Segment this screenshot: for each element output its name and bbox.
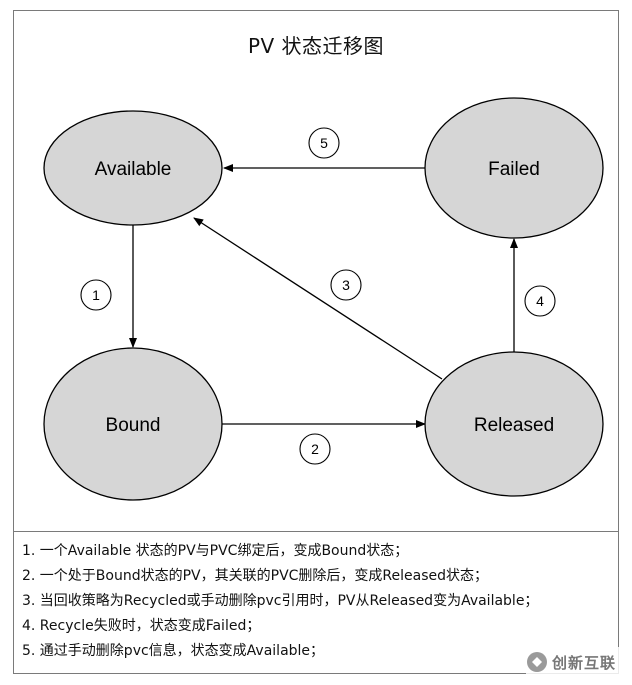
note-1: 1. 一个Available 状态的PV与PVC绑定后，变成Bound状态；	[22, 543, 409, 559]
note-3: 3. 当回收策略为Recycled或手动删除pvc引用时，PV从Released…	[22, 593, 539, 609]
transition-edges	[129, 164, 518, 428]
note-2: 2. 一个处于Bound状态的PV，其关联的PVC删除后，变成Released状…	[22, 568, 489, 584]
diagram-frame	[13, 10, 619, 674]
step-badge-1: 1	[80, 279, 112, 311]
note-4: 4. Recycle失败时，状态变成Failed；	[22, 618, 261, 634]
step-number-5: 5	[320, 135, 328, 151]
watermark: 创新互联	[526, 647, 626, 677]
step-badge-4: 4	[524, 285, 556, 317]
edge-released-to-available	[193, 217, 443, 380]
diagram-title: PV 状态迁移图	[247, 34, 385, 58]
step-number-3: 3	[342, 277, 350, 293]
state-node-bound: Bound	[43, 347, 223, 501]
notes-divider	[13, 531, 619, 532]
step-number-2: 2	[311, 441, 319, 457]
state-label-released: Released	[474, 415, 554, 436]
brand-logo-icon	[527, 652, 547, 672]
state-label-bound: Bound	[106, 415, 161, 436]
step-number-4: 4	[536, 293, 544, 309]
step-number-1: 1	[92, 287, 100, 303]
state-node-released: Released	[424, 351, 604, 497]
step-badge-3: 3	[330, 269, 362, 301]
note-5: 5. 通过手动删除pvc信息，状态变成Available；	[22, 643, 325, 659]
state-label-failed: Failed	[488, 159, 540, 180]
step-badge-2: 2	[299, 433, 331, 465]
state-label-available: Available	[95, 159, 172, 180]
watermark-text: 创新互联	[552, 653, 617, 672]
state-node-failed: Failed	[424, 97, 604, 239]
state-node-available: Available	[43, 110, 223, 226]
state-diagram: Available Failed Bound Released 1 2 3 4 …	[43, 97, 604, 501]
step-badge-5: 5	[308, 127, 340, 159]
